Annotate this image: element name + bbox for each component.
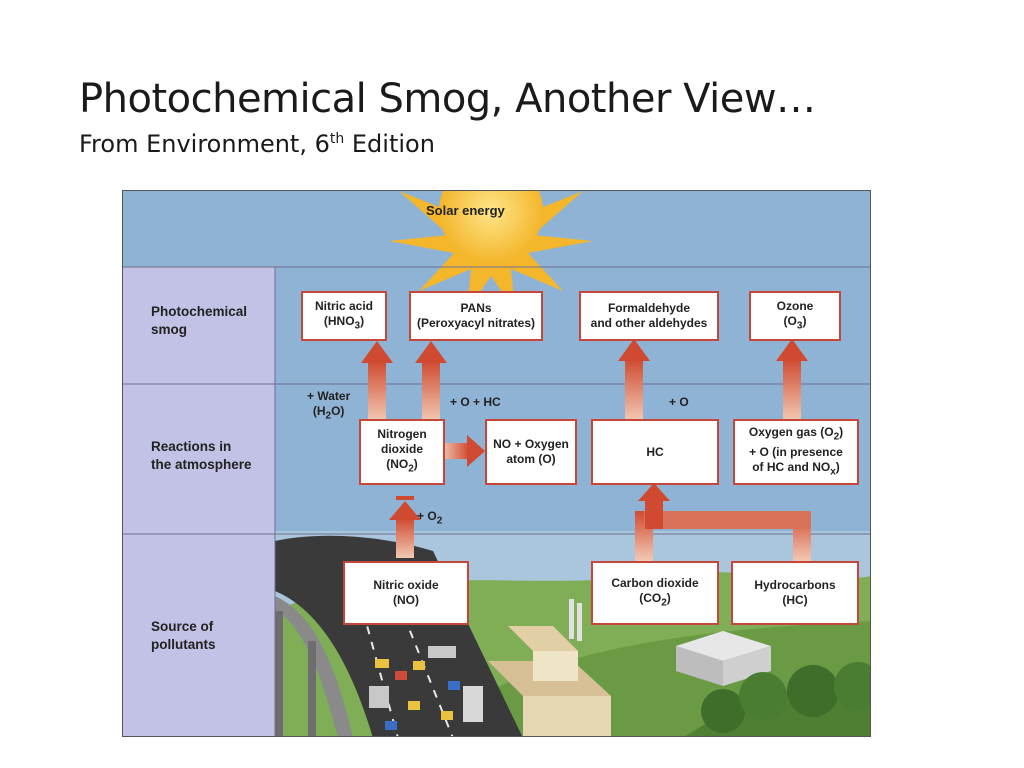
ozone-box: Ozone (O3) (749, 291, 841, 341)
subtitle-main: From Environment, 6 (79, 130, 330, 158)
box-subscript: 2 (661, 597, 667, 609)
row-label-line: pollutants (151, 637, 216, 652)
hc-box: HC (591, 419, 719, 485)
box-text: (NO (386, 457, 409, 472)
row-label-photochemical-smog: Photochemical smog (151, 303, 247, 339)
smog-diagram: Solar energy Photochemical smog Reaction… (122, 190, 871, 737)
slide-title: Photochemical Smog, Another View… (79, 76, 816, 122)
box-line: PANs (460, 301, 492, 315)
label-line: + Water (307, 389, 351, 403)
box-line: and other aldehydes (590, 316, 708, 330)
box-text: (HNO (323, 313, 355, 328)
formaldehyde-box: Formaldehyde and other aldehydes (579, 291, 719, 341)
sun-icon (389, 191, 593, 311)
box-line: Hydrocarbons (754, 578, 836, 592)
box-subscript: 2 (408, 463, 414, 475)
box-subscript: 3 (796, 320, 803, 332)
o-label: + O (669, 395, 689, 409)
row-label-line: Source of (151, 619, 214, 634)
box-text: (CO (639, 590, 662, 605)
row-label-line: Reactions in (151, 439, 232, 454)
box-text: ) (666, 590, 671, 605)
box-text: ) (360, 313, 365, 328)
box-subscript: 2 (833, 431, 840, 443)
label-subscript: 2 (436, 515, 443, 527)
arrow-sources-to-hc (635, 483, 811, 561)
solar-energy-label: Solar energy (426, 203, 505, 218)
nitric-oxide-box: Nitric oxide (NO) (343, 561, 469, 625)
box-line: dioxide (380, 442, 423, 457)
no-oxygen-box: NO + Oxygen atom (O) (485, 419, 577, 485)
box-line: Formaldehyde (607, 301, 690, 315)
oxygen-gas-box: Oxygen gas (O2) + O (in presence of HC a… (733, 419, 859, 485)
hydrocarbons-box: Hydrocarbons (HC) (731, 561, 859, 625)
arrow-oxygen-to-ozone (776, 339, 808, 421)
nitric-acid-box: Nitric acid (HNO3) (301, 291, 387, 341)
box-text: ) (835, 459, 840, 474)
arrow-no2-to-pans (415, 341, 447, 421)
box-line: (HC) (782, 593, 808, 607)
box-line: atom (O) (506, 452, 556, 466)
row-label-line: smog (151, 322, 188, 337)
box-line: NO + Oxygen (493, 437, 569, 451)
box-text: (O (783, 313, 797, 328)
label-subscript: 2 (325, 410, 332, 422)
label-text: + O (417, 509, 437, 523)
arrow-no2-to-hno3 (361, 341, 393, 421)
box-text: Oxygen gas (O (748, 425, 834, 440)
box-line: HC (646, 444, 664, 459)
box-line: Nitrogen (377, 427, 427, 442)
box-line: Nitric oxide (373, 578, 439, 592)
box-line: (NO) (392, 593, 419, 607)
box-text: ) (802, 313, 807, 328)
arrow-nitric-oxide-to-no2 (389, 496, 421, 558)
box-subscript: 3 (354, 320, 361, 332)
row-label-line: Photochemical (151, 304, 248, 319)
box-line: Nitric acid (314, 298, 374, 313)
slide-subtitle: From Environment, 6th Edition (79, 130, 435, 158)
box-line: (Peroxyacyl nitrates) (416, 316, 536, 330)
box-text: of HC and NO (752, 459, 831, 474)
row-label-reactions: Reactions in the atmosphere (151, 438, 252, 474)
subtitle-superscript: th (329, 131, 345, 147)
water-label: + Water (H2O) (307, 389, 350, 423)
arrow-no2-to-no (441, 435, 485, 467)
nitrogen-dioxide-box: Nitrogen dioxide (NO2) (359, 419, 445, 485)
pans-box: PANs (Peroxyacyl nitrates) (409, 291, 543, 341)
label-text: O) (331, 404, 345, 418)
box-line: + O (in presence (749, 444, 843, 459)
box-line: Carbon dioxide (611, 575, 699, 590)
arrow-hc-to-formaldehyde (618, 339, 650, 421)
carbon-dioxide-box: Carbon dioxide (CO2) (591, 561, 719, 625)
box-text: ) (839, 425, 844, 440)
box-text: ) (413, 457, 418, 472)
box-subscript: x (830, 465, 836, 477)
row-label-source: Source of pollutants (151, 618, 216, 654)
subtitle-end: Edition (344, 130, 435, 158)
row-label-line: the atmosphere (151, 457, 252, 472)
label-text: (H (312, 404, 326, 418)
o-hc-label: + O + HC (450, 395, 501, 409)
o2-label: + O2 (417, 509, 442, 528)
box-line: Ozone (776, 298, 814, 313)
